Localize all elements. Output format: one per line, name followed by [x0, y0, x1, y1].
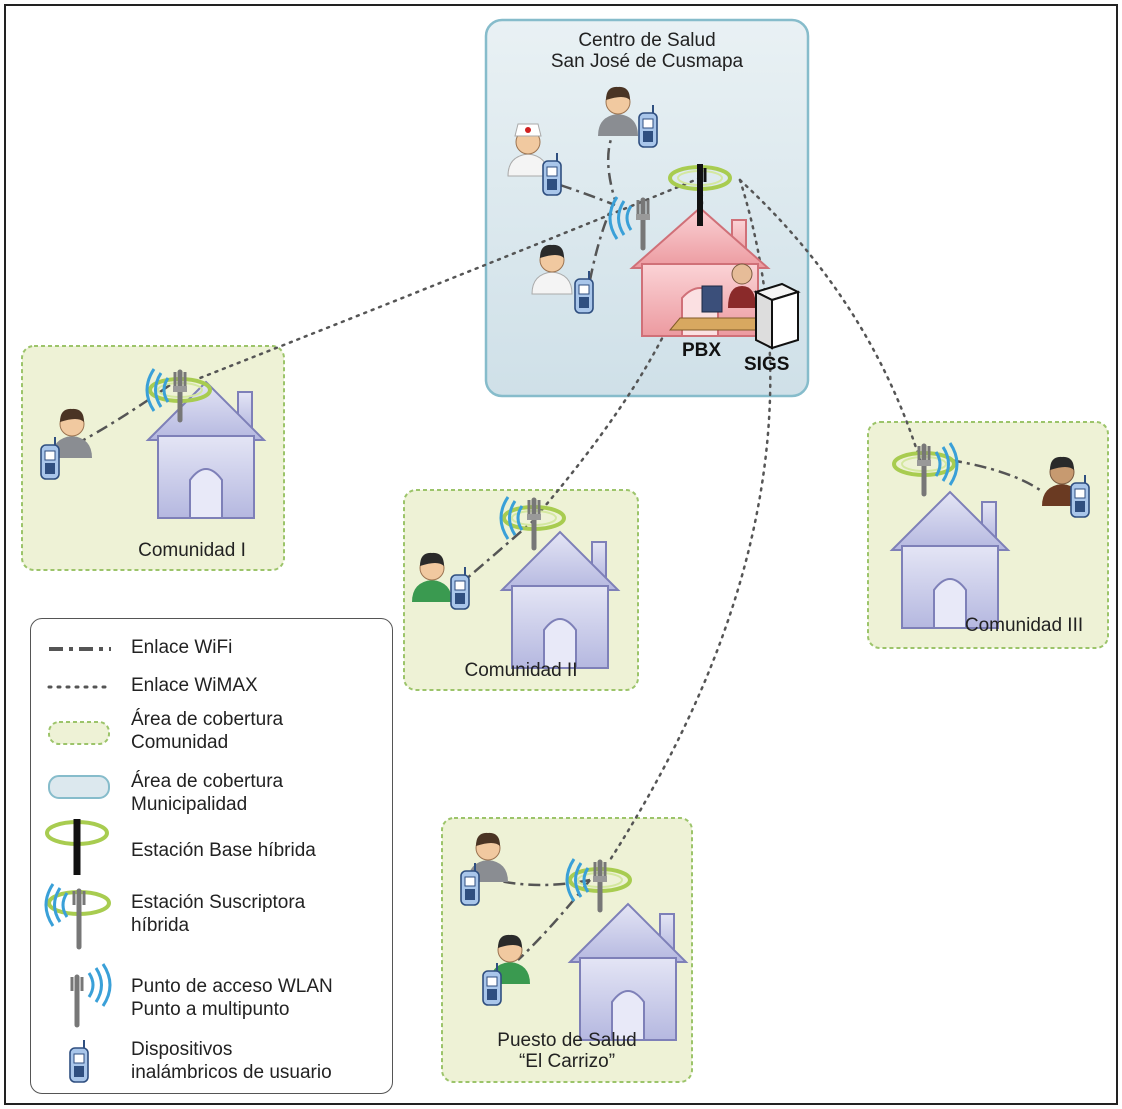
legend-municipal-area-label: Área de cobertura Municipalidad	[131, 770, 283, 816]
legend-wlan-line1: Punto de acceso WLAN	[131, 976, 333, 997]
legend-device-icon	[69, 1040, 89, 1083]
central-house	[629, 206, 771, 337]
legend-subscriber-line2: híbrida	[131, 915, 190, 936]
health-post-label-line1: Puesto de Salud	[497, 1030, 637, 1051]
legend-devices-label: Dispositivos inalámbricos de usuario	[131, 1038, 332, 1084]
legend-subscriber-icon	[44, 883, 111, 950]
doctor-icon	[531, 244, 573, 295]
community-1-label: Comunidad I	[138, 540, 246, 561]
legend-wifi-label: Enlace WiFi	[131, 637, 233, 658]
legend-municipal-area-line2: Municipalidad	[131, 794, 248, 815]
health-post-label-line2: “El Carrizo”	[518, 1051, 616, 1072]
sigs-label: SIGS	[744, 354, 790, 375]
community-2-user-icon	[412, 552, 452, 602]
base-station-icon	[668, 164, 732, 226]
sigs-server-icon	[753, 282, 801, 350]
legend-municipal-area-line1: Área de cobertura	[131, 771, 284, 792]
diagram-frame	[4, 4, 1118, 1105]
center-title-line1: Centro de Salud	[578, 30, 716, 51]
legend: Enlace WiFi Enlace WiMAX Área de cobertu…	[30, 618, 393, 1094]
community-3-label: Comunidad III	[964, 615, 1084, 636]
health-post-label: Puesto de Salud “El Carrizo”	[442, 1030, 692, 1072]
legend-base-station-icon	[45, 819, 109, 875]
legend-wlan-label: Punto de acceso WLAN Punto a multipunto	[131, 975, 333, 1021]
legend-subscriber-line1: Estación Suscriptora	[131, 892, 306, 913]
legend-community-area-line2: Comunidad	[131, 732, 229, 753]
legend-devices-line1: Dispositivos	[131, 1039, 233, 1060]
pbx-label: PBX	[682, 340, 722, 361]
legend-devices-line2: inalámbricos de usuario	[131, 1062, 332, 1083]
legend-subscriber-label: Estación Suscriptora híbrida	[131, 891, 305, 937]
legend-community-area-icon	[48, 721, 110, 745]
legend-municipal-area-icon	[48, 775, 110, 799]
community-2-label: Comunidad II	[464, 660, 578, 681]
legend-wlan-line2: Punto a multipunto	[131, 999, 290, 1020]
legend-wimax-label: Enlace WiMAX	[131, 675, 258, 696]
legend-base-station-label: Estación Base híbrida	[131, 840, 316, 861]
legend-community-area-line1: Área de cobertura	[131, 709, 284, 730]
nurse-icon	[507, 123, 549, 177]
legend-community-area-label: Área de cobertura Comunidad	[131, 708, 283, 754]
legend-icons	[44, 647, 113, 1083]
legend-wlan-icon	[70, 963, 112, 1028]
operator-workstation-icon	[668, 263, 770, 331]
center-title: Centro de Salud San José de Cusmapa	[486, 30, 808, 72]
center-title-line2: San José de Cusmapa	[550, 51, 744, 72]
